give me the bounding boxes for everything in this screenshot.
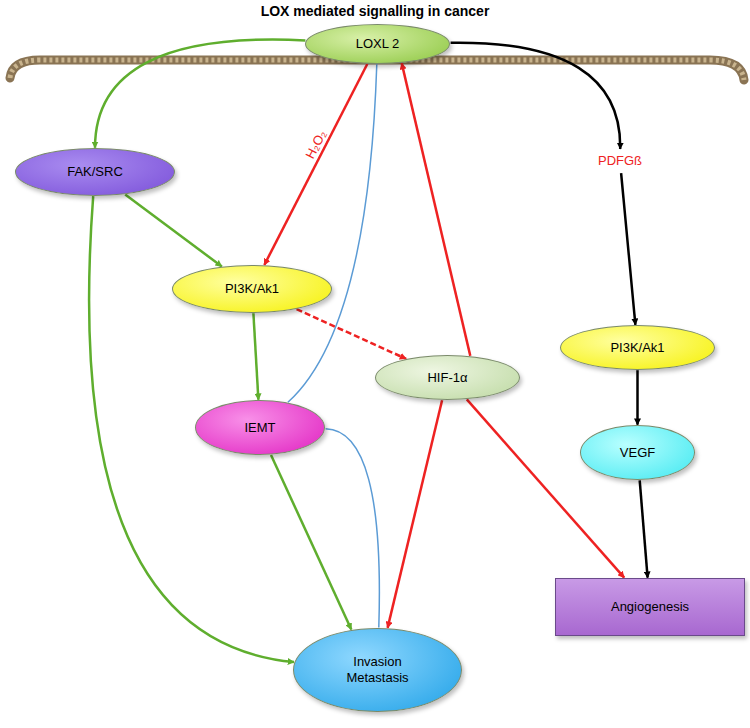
signal-arrow <box>288 64 377 402</box>
kinase-ellipse: FAK/SRC <box>15 148 175 196</box>
node-text: HIF-1α <box>427 370 467 386</box>
node-text: VEGF <box>620 445 655 461</box>
signal-arrow <box>95 40 305 148</box>
node-text: Invasion Metastasis <box>325 654 430 686</box>
signal-arrow <box>640 480 648 577</box>
diagram-title: LOX mediated signalling in cancer <box>0 3 750 19</box>
signal-arrow <box>467 399 624 577</box>
pathway-ellipse: PI3K/Ak1 <box>172 265 332 313</box>
process-ellipse: IEMT <box>195 400 325 455</box>
node-text: LOXL 2 <box>356 36 400 52</box>
node-text: IEMT <box>244 420 275 436</box>
node-text: PI3K/Ak1 <box>225 281 279 297</box>
signal-arrow <box>271 455 351 630</box>
node-text: PDFGß <box>598 153 642 169</box>
signal-arrow <box>451 43 621 149</box>
node-text: FAK/SRC <box>67 164 123 180</box>
signal-arrow <box>636 370 639 425</box>
factor-ellipse: VEGF <box>580 425 695 480</box>
receptor-label: PDFGß <box>583 149 657 173</box>
signal-arrow <box>264 64 367 265</box>
signal-arrow <box>125 195 222 267</box>
outcome-ellipse: Invasion Metastasis <box>293 628 461 712</box>
factor-ellipse: HIF-1α <box>375 355 520 400</box>
node-text: Angiogenesis <box>611 599 689 615</box>
signal-arrow <box>388 400 443 628</box>
outcome-box: Angiogenesis <box>555 578 745 636</box>
signal-arrow <box>253 313 258 400</box>
node-text: PI3K/Ak1 <box>610 340 664 356</box>
enzyme-ellipse: LOXL 2 <box>305 24 450 64</box>
signal-arrow <box>297 309 407 359</box>
signal-arrow <box>326 429 380 628</box>
signal-arrow <box>402 63 471 356</box>
signal-arrow <box>621 173 635 325</box>
pathway-ellipse: PI3K/Ak1 <box>560 325 715 370</box>
